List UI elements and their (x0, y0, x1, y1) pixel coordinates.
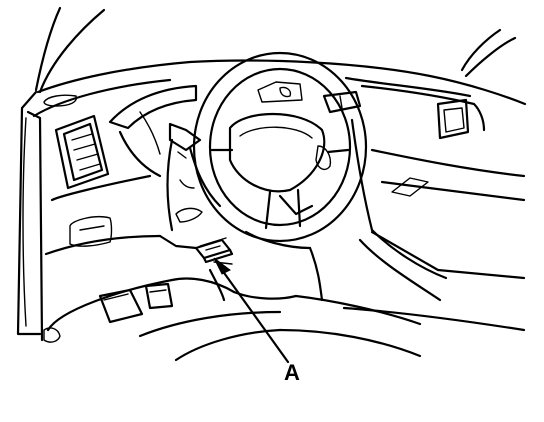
right-air-vent (438, 100, 468, 138)
steering-wheel (194, 53, 366, 241)
windshield-frame (36, 8, 515, 92)
dashboard-top (34, 61, 525, 130)
floor-and-seat (140, 296, 524, 360)
callout-leader (214, 258, 288, 362)
left-door-panel (18, 92, 60, 342)
pedals (100, 284, 172, 322)
center-console (324, 92, 446, 300)
instrument-cluster-hood (110, 86, 196, 176)
lower-dash-left (46, 176, 172, 330)
obd-connector (160, 236, 232, 264)
glove-box (372, 150, 524, 278)
steering-column (168, 124, 221, 230)
left-air-vent (56, 116, 108, 188)
callout-label-a: A (284, 360, 300, 385)
lower-dash-center (172, 232, 322, 300)
